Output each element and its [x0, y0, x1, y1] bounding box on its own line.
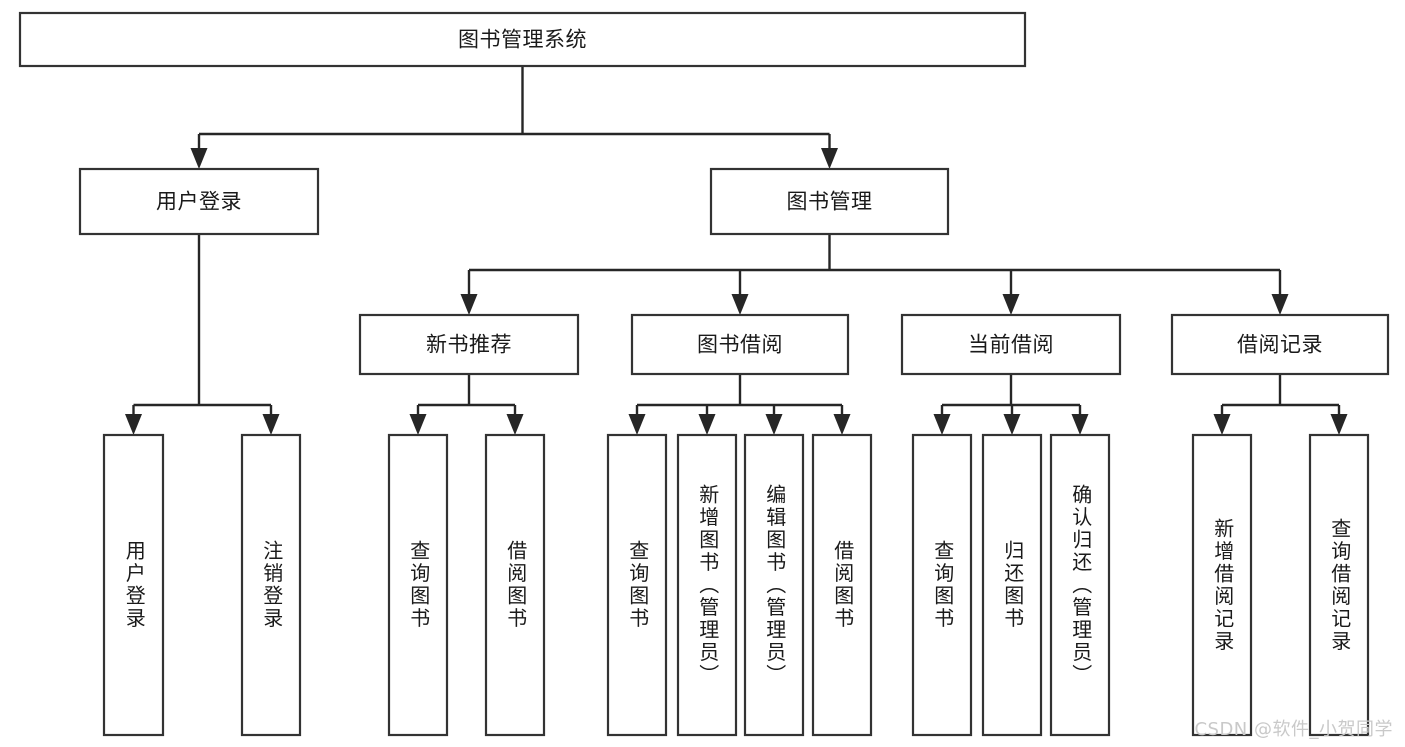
leaf-arrow-leaf-confirm-return-arrowhead	[1071, 414, 1089, 435]
root-node-box[interactable]	[18, 11, 1027, 68]
level2-arrow-book-management-arrowhead	[821, 148, 838, 169]
leaf-box-leaf-add-record[interactable]	[1191, 433, 1253, 737]
leaf-arrow-leaf-add-record-arrowhead	[1213, 414, 1231, 435]
leaf-box-leaf-query-book-3[interactable]	[911, 433, 973, 737]
node-label-current-borrow: 当前借阅	[968, 333, 1054, 357]
leaf-box-leaf-query-book-1[interactable]	[387, 433, 449, 737]
leaf-arrow-leaf-borrow-book-1-arrowhead	[506, 414, 524, 435]
node-label-user-login: 用户登录	[156, 190, 242, 214]
level3-arrow-book-borrow-arrowhead	[731, 294, 749, 315]
leaf-box-leaf-query-record[interactable]	[1308, 433, 1370, 737]
node-label-book-borrow: 图书借阅	[697, 333, 783, 357]
level3-arrow-current-borrow-arrowhead	[1002, 294, 1020, 315]
leaf-arrow-leaf-borrow-book-2-arrowhead	[833, 414, 851, 435]
leaf-arrow-leaf-edit-book-arrowhead	[765, 414, 783, 435]
leaf-arrow-leaf-query-book-1-arrowhead	[409, 414, 427, 435]
leaf-box-leaf-edit-book[interactable]	[743, 433, 805, 737]
csdn-watermark: CSDN @软件_小贺同学	[1194, 719, 1393, 740]
node-box-book-management[interactable]	[709, 167, 950, 236]
node-box-new-book-recommend[interactable]	[358, 313, 580, 376]
leaf-arrow-leaf-add-book-arrowhead	[698, 414, 716, 435]
leaf-arrow-leaf-logout-arrowhead	[262, 414, 280, 435]
node-label-new-book-recommend: 新书推荐	[426, 333, 512, 357]
leaf-box-leaf-logout[interactable]	[240, 433, 302, 737]
leaf-arrow-leaf-return-book-arrowhead	[1003, 414, 1021, 435]
node-box-user-login[interactable]	[78, 167, 320, 236]
node-box-current-borrow[interactable]	[900, 313, 1122, 376]
node-box-book-borrow[interactable]	[630, 313, 850, 376]
leaf-box-leaf-confirm-return[interactable]	[1049, 433, 1111, 737]
leaf-box-leaf-return-book[interactable]	[981, 433, 1043, 737]
leaf-box-leaf-add-book[interactable]	[676, 433, 738, 737]
leaf-arrow-leaf-query-record-arrowhead	[1330, 414, 1348, 435]
leaf-box-leaf-borrow-book-1[interactable]	[484, 433, 546, 737]
leaf-arrow-leaf-query-book-2-arrowhead	[628, 414, 646, 435]
node-label-book-management: 图书管理	[787, 190, 873, 214]
level3-arrow-new-book-recommend-arrowhead	[460, 294, 478, 315]
leaf-arrow-leaf-user-login-arrowhead	[125, 414, 142, 435]
node-box-borrow-record[interactable]	[1170, 313, 1390, 376]
node-label-borrow-record: 借阅记录	[1237, 333, 1323, 357]
level3-arrow-borrow-record-arrowhead	[1271, 294, 1289, 315]
level2-arrow-user-login-arrowhead	[190, 148, 208, 169]
leaf-box-leaf-borrow-book-2[interactable]	[811, 433, 873, 737]
connectors-layer	[125, 66, 1348, 435]
leaf-arrow-leaf-query-book-3-arrowhead	[933, 414, 951, 435]
leaf-box-leaf-user-login[interactable]	[102, 433, 165, 737]
boxes-layer	[18, 11, 1390, 737]
root-node-label: 图书管理系统	[458, 28, 587, 52]
leaf-box-leaf-query-book-2[interactable]	[606, 433, 668, 737]
